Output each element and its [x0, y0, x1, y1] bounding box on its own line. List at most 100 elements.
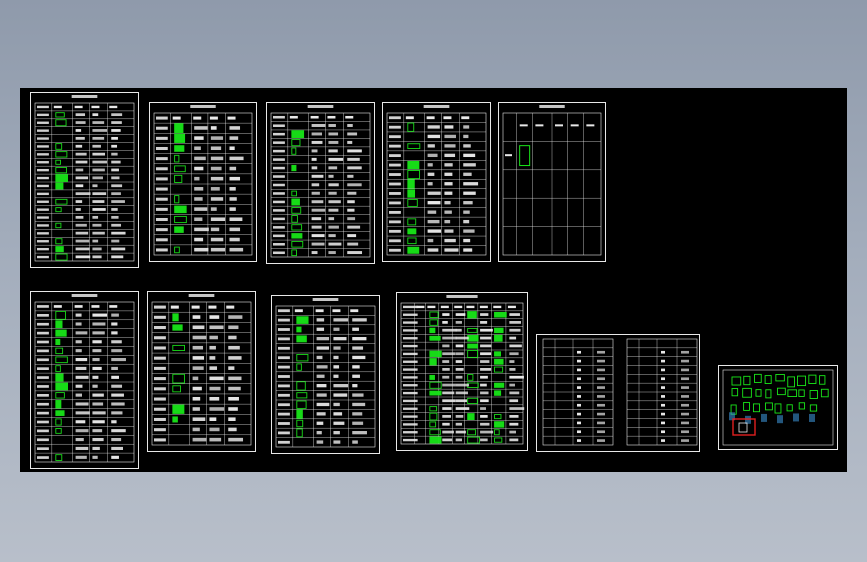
part-thumbnail: [743, 401, 750, 411]
sheet-10[interactable]: [536, 334, 700, 452]
drawing-viewport[interactable]: [20, 88, 847, 472]
sheet-5[interactable]: [498, 102, 606, 262]
part-thumbnail: [174, 195, 180, 204]
part-thumbnail: [55, 410, 65, 416]
part-thumbnail: [764, 375, 772, 384]
part-thumbnail: [808, 374, 817, 384]
part-thumbnail: [429, 421, 437, 428]
sheet-4-drawing: [386, 105, 487, 256]
part-thumbnail: [174, 205, 187, 214]
sheet-11[interactable]: [718, 365, 838, 450]
part-thumbnail: [407, 228, 417, 235]
part-thumbnail: [291, 139, 301, 147]
part-thumbnail: [775, 373, 785, 382]
sheet-3[interactable]: [266, 102, 375, 264]
part-thumbnail: [787, 376, 796, 388]
sheet-8[interactable]: [271, 295, 380, 454]
sheet-10-drawing: [542, 338, 698, 446]
part-thumbnail: [291, 147, 297, 155]
sheet-6[interactable]: [30, 291, 139, 469]
part-thumbnail: [296, 381, 306, 391]
part-thumbnail: [467, 413, 475, 421]
part-thumbnail: [429, 319, 439, 326]
part-thumbnail: [754, 373, 762, 383]
sheet-4[interactable]: [382, 102, 491, 262]
part-thumbnail: [467, 429, 477, 436]
part-thumbnail: [494, 366, 504, 373]
part-thumbnail: [174, 145, 185, 152]
part-thumbnail: [494, 429, 500, 436]
part-thumbnail: [765, 389, 772, 399]
part-thumbnail: [55, 182, 64, 190]
part-thumbnail: [429, 381, 442, 389]
part-thumbnail: [55, 151, 68, 158]
sheet-3-drawing: [270, 105, 371, 258]
part-thumbnail: [467, 397, 478, 405]
part-thumbnail: [296, 316, 309, 324]
sheet-2[interactable]: [149, 102, 257, 262]
part-thumbnail: [55, 143, 63, 150]
part-thumbnail: [494, 334, 503, 342]
part-thumbnail: [172, 313, 179, 322]
part-thumbnail: [519, 145, 531, 167]
part-thumbnail: [172, 385, 181, 393]
sheet-2-drawing: [153, 105, 253, 256]
part-thumbnail: [787, 389, 798, 397]
part-thumbnail: [407, 237, 417, 245]
part-thumbnail: [174, 133, 186, 143]
part-thumbnail: [407, 179, 415, 189]
part-thumbnail: [291, 241, 304, 248]
part-thumbnail: [174, 226, 184, 233]
sheet-1[interactable]: [30, 92, 139, 268]
part-thumbnail: [429, 429, 441, 436]
part-thumbnail: [55, 400, 62, 409]
part-thumbnail: [797, 375, 807, 387]
part-thumbnail: [172, 416, 178, 423]
part-thumbnail: [55, 392, 65, 399]
part-thumbnail: [174, 165, 186, 173]
part-thumbnail: [494, 390, 502, 396]
part-thumbnail: [174, 215, 187, 224]
part-thumbnail: [172, 404, 185, 414]
part-thumbnail: [55, 246, 64, 253]
part-thumbnail: [407, 218, 417, 226]
part-thumbnail: [467, 382, 479, 388]
part-thumbnail: [467, 311, 477, 319]
part-thumbnail: [774, 403, 782, 414]
part-thumbnail: [296, 400, 307, 409]
part-thumbnail: [820, 388, 829, 398]
part-thumbnail: [55, 174, 69, 182]
part-thumbnail: [407, 246, 420, 254]
part-thumbnail: [467, 343, 478, 349]
part-thumbnail: [494, 382, 505, 388]
part-thumbnail: [55, 320, 63, 329]
part-thumbnail: [742, 387, 752, 398]
part-thumbnail: [407, 160, 420, 170]
part-thumbnail: [174, 123, 184, 134]
part-thumbnail: [172, 373, 185, 384]
part-thumbnail: [494, 437, 503, 443]
part-thumbnail: [776, 387, 786, 396]
sheet-9[interactable]: [396, 292, 528, 451]
part-thumbnail: [291, 207, 302, 214]
part-thumbnail: [291, 224, 303, 231]
part-thumbnail: [174, 154, 180, 163]
part-thumbnail: [798, 402, 806, 410]
part-thumbnail: [467, 334, 479, 342]
part-thumbnail: [55, 365, 61, 373]
sheet-8-drawing: [275, 298, 376, 448]
part-thumbnail: [494, 414, 502, 420]
part-thumbnail: [55, 338, 61, 346]
part-thumbnail: [55, 382, 68, 391]
sheet-7[interactable]: [147, 291, 256, 452]
part-thumbnail: [429, 335, 441, 341]
part-thumbnail: [291, 164, 297, 172]
part-thumbnail: [55, 253, 68, 261]
part-thumbnail: [291, 233, 303, 239]
part-thumbnail: [291, 249, 297, 257]
part-thumbnail: [809, 404, 818, 412]
part-thumbnail: [291, 190, 297, 197]
part-thumbnail: [55, 356, 68, 364]
sheet-7-drawing: [151, 294, 252, 446]
part-thumbnail: [429, 406, 438, 412]
